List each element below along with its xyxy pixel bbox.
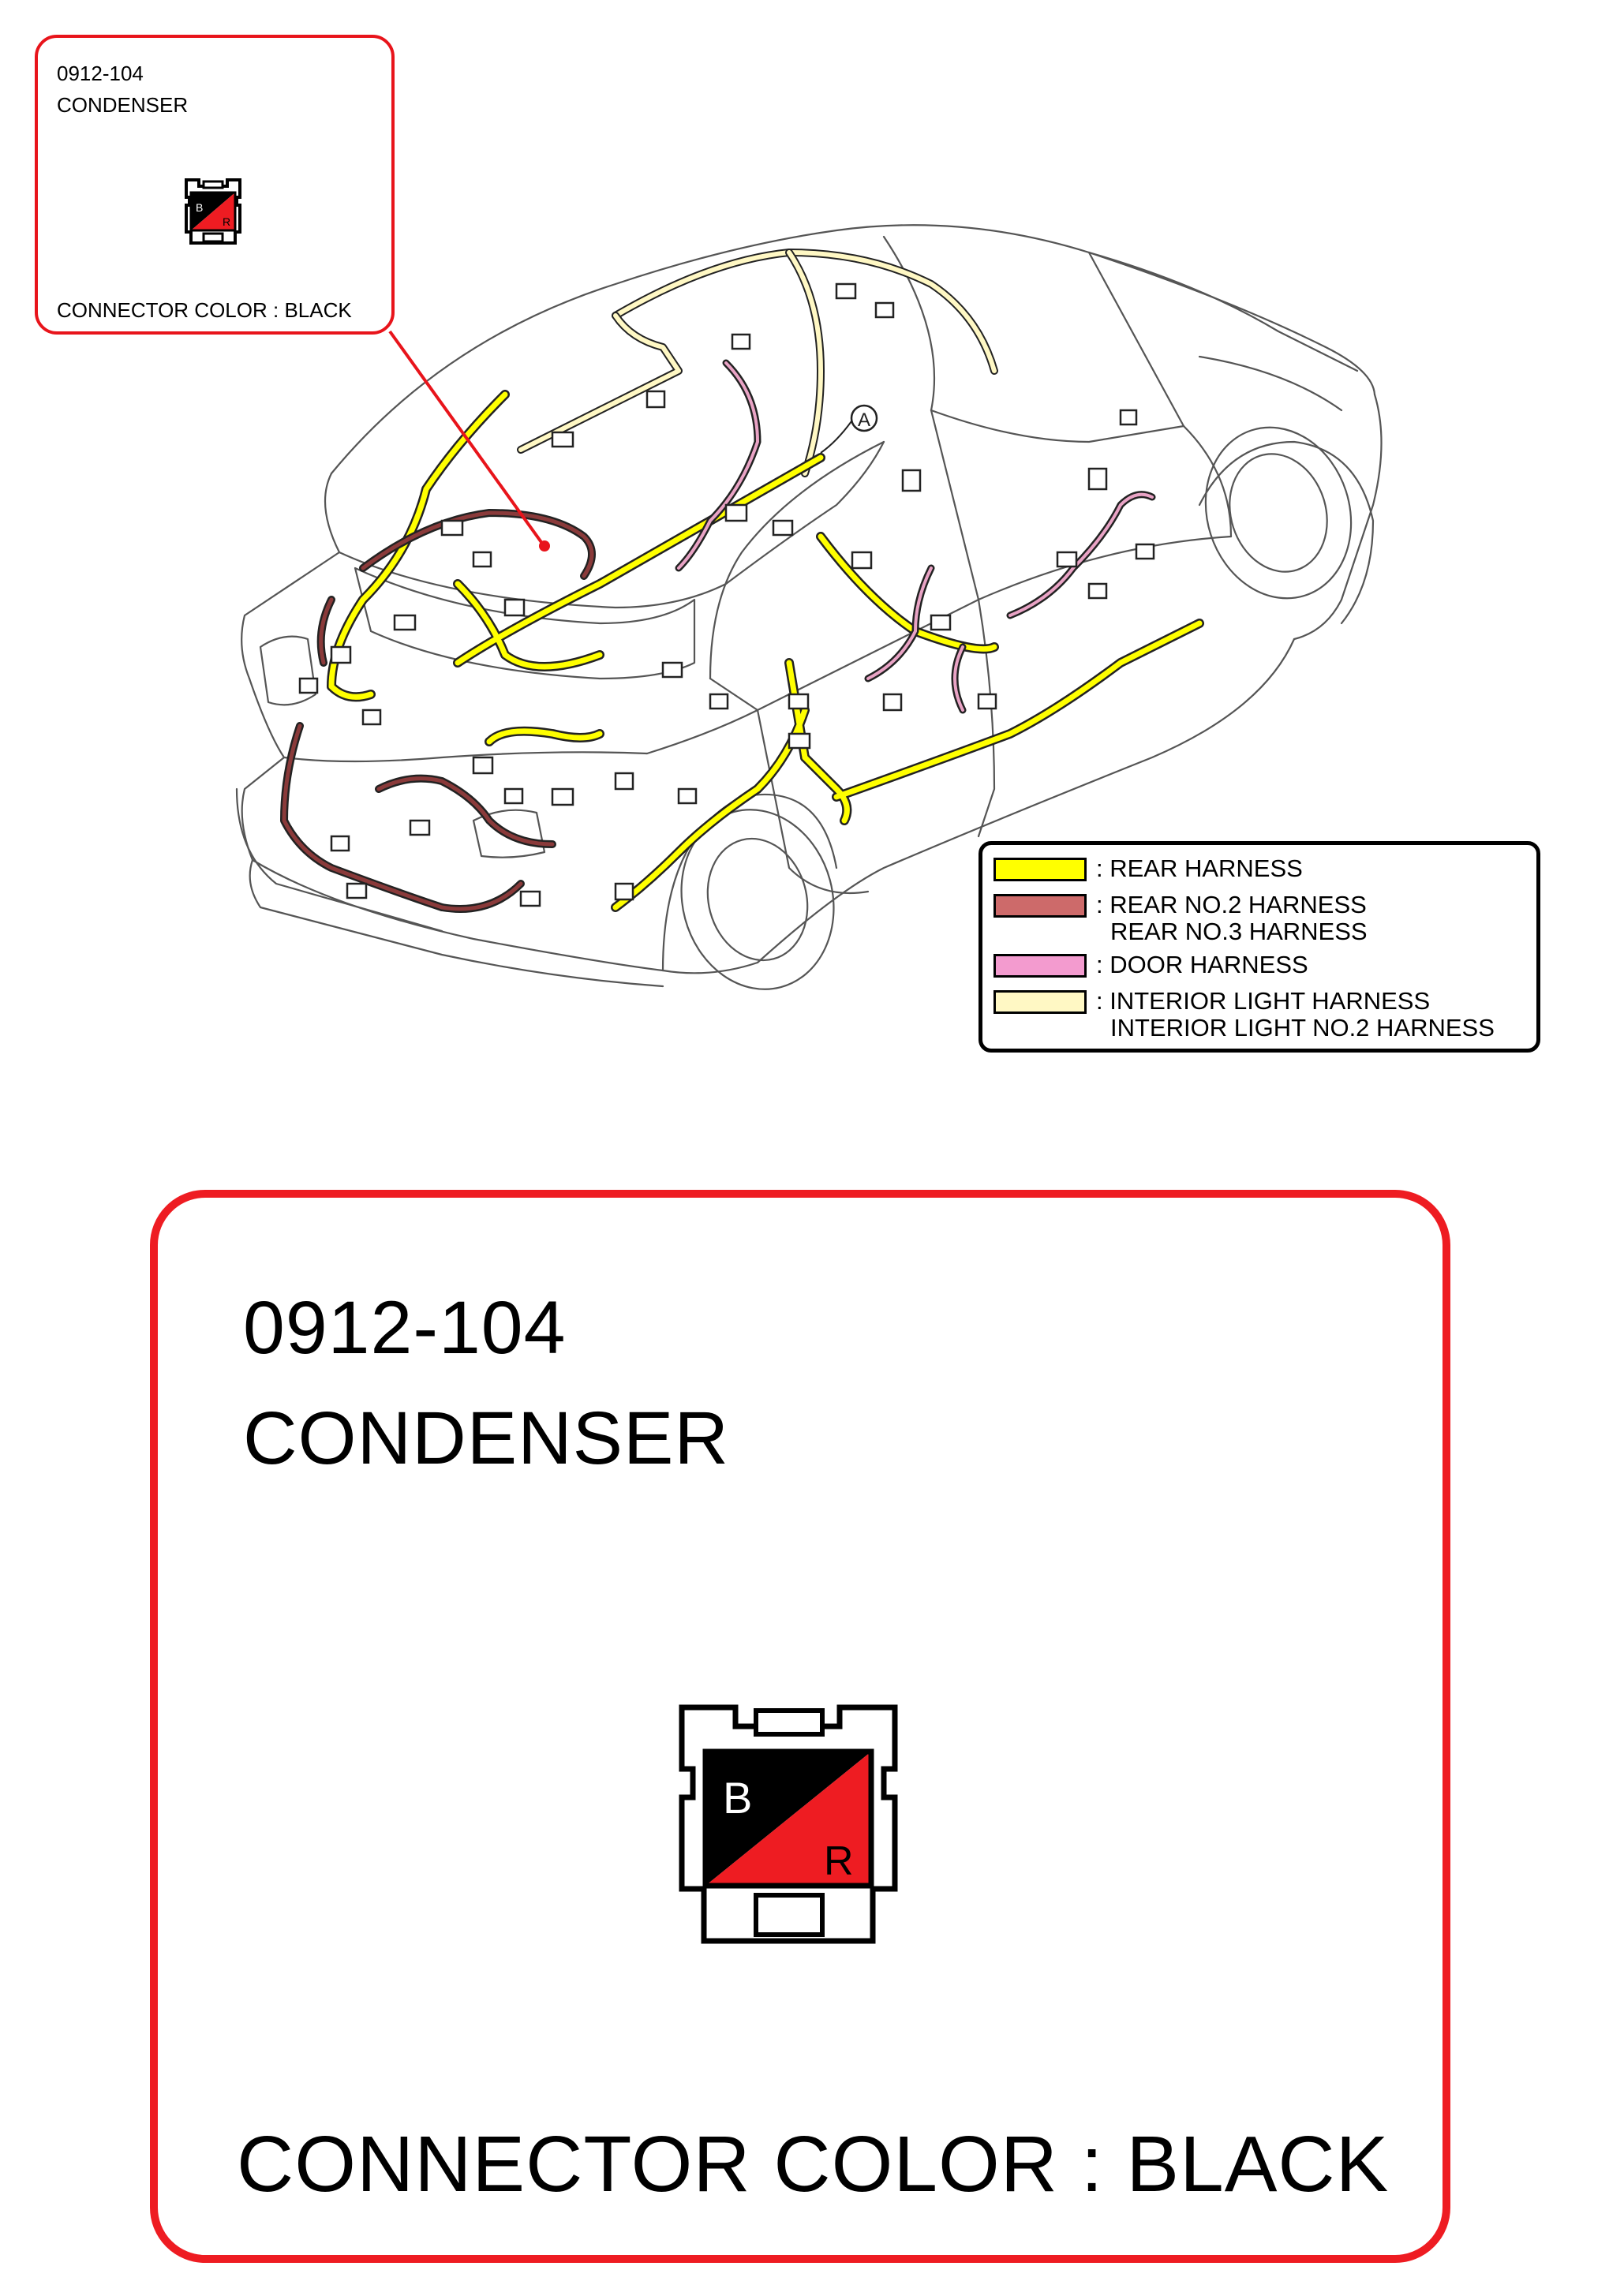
harness-connectors <box>298 282 1155 907</box>
svg-text:B: B <box>196 201 203 214</box>
legend-swatch-interior-light-harness <box>993 990 1087 1014</box>
detail-connector-code: 0912-104 <box>243 1286 567 1370</box>
legend-label-rear-no2-harness: : REAR NO.2 HARNESS <box>1096 891 1367 918</box>
detail-connector-color: CONNECTOR COLOR : BLACK <box>237 2120 1390 2208</box>
legend-swatch-rear-harness <box>993 858 1087 881</box>
detail-connector-icon: B R <box>677 1703 900 1950</box>
point-a-label: A <box>858 409 870 431</box>
callout-target-dot <box>539 540 550 552</box>
inset-connector-icon: B R <box>181 177 245 250</box>
legend-label-rear-no3-harness: REAR NO.3 HARNESS <box>1110 918 1368 945</box>
harness-legend: : REAR HARNESS : REAR NO.2 HARNESS REAR … <box>979 841 1540 1053</box>
inset-connector-name: CONDENSER <box>57 93 189 117</box>
connector-face-icon-large: B R <box>679 1704 898 1944</box>
connector-callout-inset: 0912-104 CONDENSER B R CONNECTOR COLOR :… <box>35 35 395 335</box>
connector-face-icon: B R <box>185 178 241 245</box>
connector-detail-panel: 0912-104 CONDENSER B R CONNECTOR COLOR :… <box>150 1190 1450 2263</box>
terminal-r-label: R <box>824 1838 854 1884</box>
legend-swatch-door-harness <box>993 954 1087 978</box>
legend-swatch-rear-no2-harness <box>993 894 1087 918</box>
legend-label-rear-harness: : REAR HARNESS <box>1096 854 1303 882</box>
inset-connector-code: 0912-104 <box>57 62 144 85</box>
legend-label-interior-light-harness: : INTERIOR LIGHT HARNESS <box>1096 987 1431 1015</box>
point-a-leader <box>820 421 852 454</box>
svg-text:R: R <box>223 215 230 228</box>
legend-label-interior-light-no2-harness: INTERIOR LIGHT NO.2 HARNESS <box>1110 1014 1495 1041</box>
vehicle-harness-diagram: A <box>235 224 1383 990</box>
point-a-marker <box>850 404 878 432</box>
callout-leader-line <box>388 330 544 546</box>
harness-routing <box>280 249 1204 913</box>
legend-label-door-harness: : DOOR HARNESS <box>1096 951 1308 978</box>
terminal-r-region <box>705 1752 871 1886</box>
vehicle-outline <box>235 224 1383 990</box>
terminal-b-label: B <box>723 1773 752 1823</box>
inset-connector-color: CONNECTOR COLOR : BLACK <box>57 298 352 322</box>
detail-connector-name: CONDENSER <box>243 1397 730 1480</box>
